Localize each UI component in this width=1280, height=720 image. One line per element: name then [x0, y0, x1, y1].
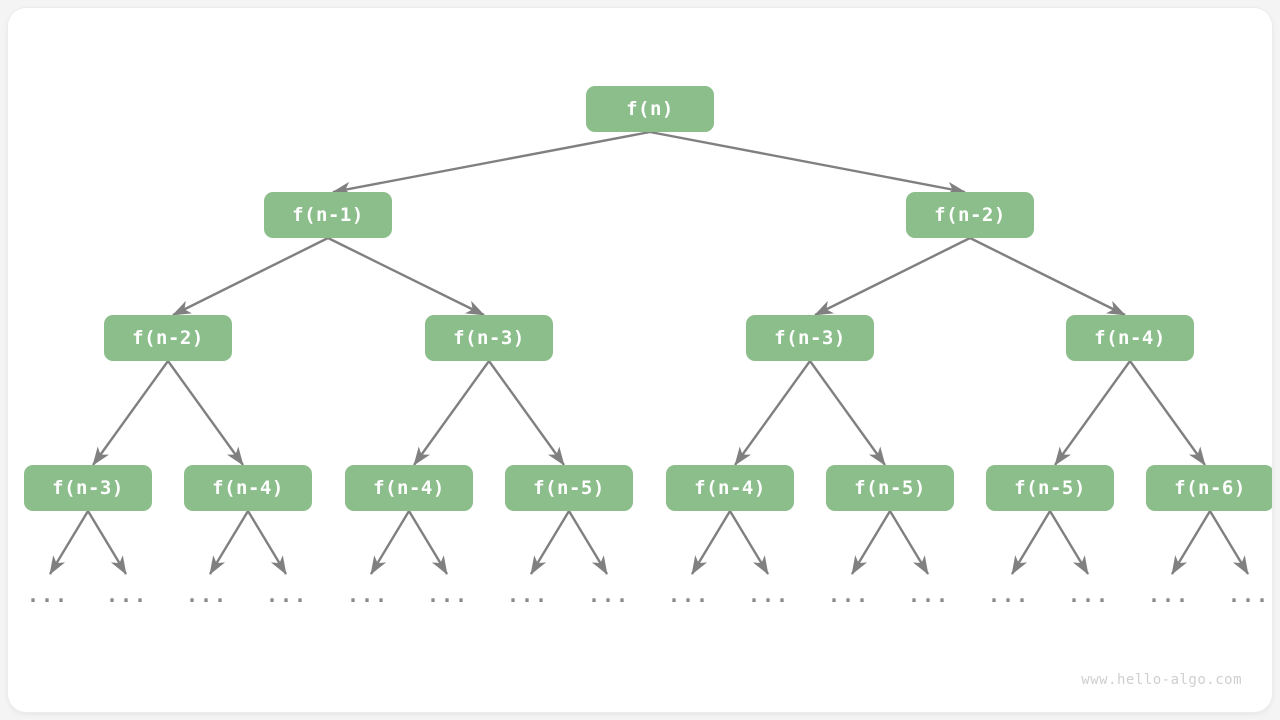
tree-node[interactable]: f(n-4): [345, 465, 473, 511]
tree-node[interactable]: f(n-5): [826, 465, 954, 511]
recursion-edge: [690, 510, 732, 575]
ellipsis-marker: ...: [1227, 583, 1271, 607]
recursion-edge: [1048, 510, 1090, 575]
recursion-edge: [649, 130, 966, 196]
recursion-edge: [92, 360, 169, 466]
ellipsis-marker: ...: [346, 583, 390, 607]
recursion-edge: [1170, 510, 1212, 575]
ellipsis-marker: ...: [105, 583, 149, 607]
recursion-edge: [1054, 360, 1131, 466]
recursion-edge: [969, 236, 1126, 317]
recursion-edge: [488, 360, 565, 466]
recursion-edge: [369, 510, 411, 575]
recursion-edge: [86, 510, 128, 575]
recursion-edge: [1129, 360, 1206, 466]
recursion-edge: [850, 510, 892, 575]
ellipsis-marker: ...: [667, 583, 711, 607]
tree-node[interactable]: f(n-4): [666, 465, 794, 511]
ellipsis-marker: ...: [827, 583, 871, 607]
watermark: www.hello-algo.com: [1081, 672, 1242, 688]
recursion-edge: [413, 360, 490, 466]
recursion-edge: [48, 510, 90, 575]
ellipsis-marker: ...: [1147, 583, 1191, 607]
ellipsis-marker: ...: [587, 583, 631, 607]
tree-node[interactable]: f(n): [586, 86, 714, 132]
tree-node[interactable]: f(n-3): [746, 315, 874, 361]
recursion-edge: [567, 510, 609, 575]
recursion-edge: [728, 510, 770, 575]
diagram-card: f(n) f(n-1) f(n-2) f(n-2) f(n-3) f(n-3) f(n-4)…: [8, 8, 1272, 712]
tree-node[interactable]: f(n-5): [505, 465, 633, 511]
tree-node[interactable]: f(n-3): [425, 315, 553, 361]
tree-node[interactable]: f(n-2): [906, 192, 1034, 238]
recursion-edge: [734, 360, 811, 466]
tree-node[interactable]: f(n-4): [184, 465, 312, 511]
recursion-edge: [167, 360, 244, 466]
ellipsis-marker: ...: [426, 583, 470, 607]
ellipsis-marker: ...: [747, 583, 791, 607]
recursion-edge: [407, 510, 449, 575]
tree-node[interactable]: f(n-2): [104, 315, 232, 361]
tree-node[interactable]: f(n-1): [264, 192, 392, 238]
tree-node[interactable]: f(n-6): [1146, 465, 1272, 511]
recursion-edge: [327, 236, 485, 317]
recursion-edge: [1208, 510, 1250, 575]
recursion-edge: [172, 236, 329, 317]
ellipsis-marker: ...: [506, 583, 550, 607]
recursion-edge: [809, 360, 886, 466]
ellipsis-marker: ...: [185, 583, 229, 607]
recursion-edge: [1010, 510, 1052, 575]
ellipsis-marker: ...: [26, 583, 70, 607]
recursion-edge: [529, 510, 571, 575]
tree-node[interactable]: f(n-5): [986, 465, 1114, 511]
recursion-edge: [246, 510, 288, 575]
ellipsis-marker: ...: [987, 583, 1031, 607]
recursion-edge: [208, 510, 250, 575]
ellipsis-marker: ...: [265, 583, 309, 607]
recursion-edge: [888, 510, 930, 575]
recursion-edge: [332, 130, 651, 196]
ellipsis-marker: ...: [907, 583, 951, 607]
ellipsis-marker: ...: [1067, 583, 1111, 607]
tree-node[interactable]: f(n-4): [1066, 315, 1194, 361]
tree-node[interactable]: f(n-3): [24, 465, 152, 511]
recursion-edge: [814, 236, 971, 317]
